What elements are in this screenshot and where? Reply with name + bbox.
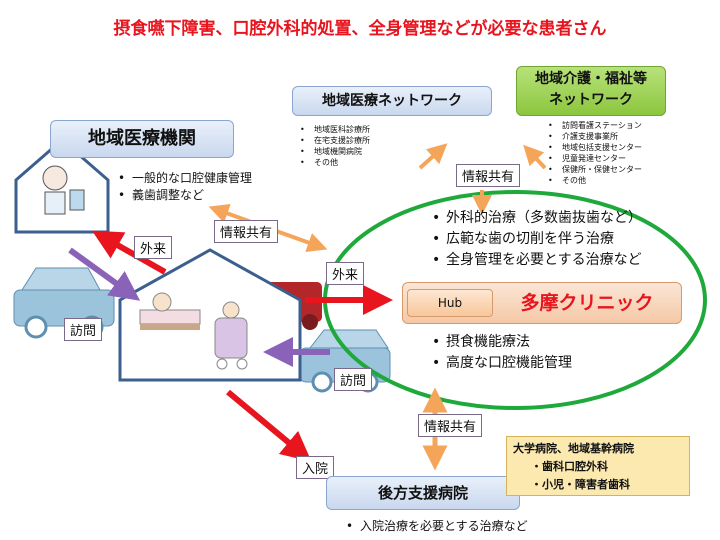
welfare-network-label-1: 地域介護・福祉等 [535, 71, 647, 87]
list-item: 児童発達センター [548, 153, 642, 164]
tag-admission: 入院 [296, 456, 335, 479]
list-item: 高度な口腔機能管理 [432, 353, 572, 374]
arrow-visit-left [68, 247, 141, 301]
list-item: 地域機関病院 [300, 146, 370, 157]
clinic-name: 多摩クリニック [520, 292, 654, 314]
arrow-info-top-right [523, 144, 547, 170]
list-item: 地域医科診療所 [300, 124, 370, 135]
regional-institution-list: 一般的な口腔健康管理 義歯調整など [118, 170, 252, 204]
list-item: その他 [548, 175, 642, 186]
list-item: 外科的治療（多数歯抜歯など） [432, 208, 642, 229]
list-item: 全身管理を必要とする治療など [432, 250, 642, 271]
university-hospital-title: 大学病院、地域基幹病院 [513, 442, 634, 455]
diagram-title: 摂食嚥下障害、口腔外科的処置、全身管理などが必要な患者さん [113, 19, 607, 39]
list-item: 訪問看護ステーション [548, 120, 642, 131]
backup-hospital-list: 入院治療を必要とする治療など [346, 518, 528, 535]
university-item: ・歯科口腔外科 [531, 460, 608, 473]
list-item: 広範な歯の切削を伴う治療 [432, 229, 642, 250]
arrow-admission [226, 389, 312, 462]
home-house-icon [118, 248, 302, 382]
welfare-network-list: 訪問看護ステーション 介護支援事業所 地域包括支援センター 児童発達センター 保… [548, 120, 642, 186]
welfare-network-box: 地域介護・福祉等 ネットワーク [516, 66, 666, 116]
arrow-info-top-left [418, 143, 448, 170]
backup-hospital-box: 後方支援病院 [326, 476, 520, 510]
medical-network-box: 地域医療ネットワーク [292, 86, 492, 116]
tag-outpatient-right: 外来 [326, 262, 365, 285]
tag-info-share-top: 情報共有 [456, 164, 521, 187]
list-item: 一般的な口腔健康管理 [118, 170, 252, 187]
university-hospital-box: 大学病院、地域基幹病院 ・歯科口腔外科 ・小児・障害者歯科 [506, 436, 690, 496]
list-item: 入院治療を必要とする治療など [346, 518, 528, 535]
list-item: その他 [300, 157, 370, 168]
clinic-box: Hub 多摩クリニック [402, 282, 682, 324]
medical-network-list: 地域医科診療所 在宅支援診療所 地域機関病院 その他 [300, 124, 370, 168]
tag-info-share-bottom: 情報共有 [418, 414, 483, 437]
list-item: 保健所・保健センター [548, 164, 642, 175]
hub-label: Hub [407, 289, 493, 317]
list-item: 摂食機能療法 [432, 332, 572, 353]
list-item: 地域包括支援センター [548, 142, 642, 153]
list-item: 在宅支援診療所 [300, 135, 370, 146]
tag-visit-left: 訪問 [64, 318, 103, 341]
regional-institution-box: 地域医療機関 [50, 120, 234, 158]
list-item: 介護支援事業所 [548, 131, 642, 142]
list-item: 義歯調整など [118, 187, 252, 204]
welfare-network-label-2: ネットワーク [549, 92, 633, 108]
clinic-upper-list: 外科的治療（多数歯抜歯など） 広範な歯の切削を伴う治療 全身管理を必要とする治療… [432, 208, 642, 271]
clinic-lower-list: 摂食機能療法 高度な口腔機能管理 [432, 332, 572, 374]
tag-outpatient-left: 外来 [134, 236, 173, 259]
tag-info-share-left: 情報共有 [214, 220, 279, 243]
tag-visit-right: 訪問 [334, 368, 373, 391]
university-item: ・小児・障害者歯科 [531, 478, 630, 491]
